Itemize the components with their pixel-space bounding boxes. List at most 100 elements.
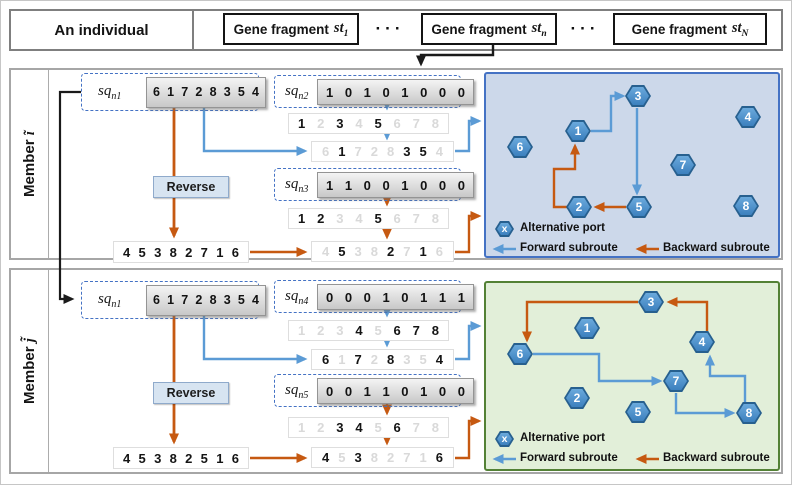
member-j-label: Member j̃ [20, 338, 38, 404]
digit: 3 [336, 323, 344, 338]
digit: 3 [336, 211, 344, 226]
port-node-4: 4 [735, 106, 761, 128]
digit: 0 [438, 177, 447, 193]
digit: 1 [457, 289, 465, 305]
digit: 1 [401, 84, 409, 100]
digit: 8 [431, 211, 439, 226]
digit: 0 [363, 289, 371, 305]
digit: 5 [374, 116, 382, 131]
digit: 6 [393, 211, 401, 226]
gene-fragment-box-N: Gene fragment stN [613, 13, 767, 45]
sq-n5-label: sqn5 [285, 382, 309, 401]
digit: 1 [167, 85, 175, 100]
digit: 0 [438, 84, 447, 100]
port-node-4: 4 [689, 331, 715, 353]
digit: 5 [419, 352, 427, 367]
forward-subroute-label: Forward subroute [520, 242, 618, 254]
digit: 6 [393, 420, 401, 435]
gene-fragment-box-n: Gene fragment stn [421, 13, 557, 45]
digit: 5 [138, 244, 146, 260]
digit: 0 [382, 84, 390, 100]
gene-fragment-box-1: Gene fragment st1 [223, 13, 359, 45]
digit: 8 [370, 450, 378, 465]
digit: 6 [393, 116, 401, 131]
digit: 5 [338, 244, 346, 259]
digit: 7 [412, 420, 420, 435]
digit: 6 [153, 85, 160, 100]
digit: 5 [200, 450, 208, 466]
digit: 1 [167, 293, 175, 308]
digit: 7 [200, 244, 208, 260]
member-j-label-cell: Member j̃ [11, 270, 49, 472]
digit: 2 [317, 211, 325, 226]
reverse-button-i: Reverse [153, 176, 229, 198]
gene-fragment-label: Gene fragment [631, 21, 727, 37]
digit: 6 [153, 293, 160, 308]
port-node-7: 7 [663, 370, 689, 392]
member-i-label: Member ĩ [20, 131, 38, 197]
digit: 1 [326, 84, 334, 100]
digit: 5 [419, 144, 427, 159]
digit: 6 [231, 450, 239, 466]
backward-subroute-label: Backward subroute [663, 452, 770, 464]
digit: 8 [387, 144, 395, 159]
an-individual-cell: An individual [11, 11, 194, 49]
port-node-3: 3 [625, 85, 651, 107]
digit: 4 [355, 116, 363, 131]
port-node-1: 1 [565, 120, 591, 142]
digit: 8 [370, 244, 378, 259]
alternative-port-label: Alternative port [520, 222, 605, 234]
digit: 3 [154, 450, 162, 466]
digit: 3 [336, 420, 344, 435]
digit: 0 [344, 84, 353, 100]
digit: 6 [322, 144, 330, 159]
digit: 3 [354, 244, 362, 259]
digit: 2 [370, 144, 378, 159]
digit: 0 [438, 383, 447, 399]
digit: 7 [412, 116, 420, 131]
port-node-2: 2 [564, 387, 590, 409]
digit: 1 [298, 211, 306, 226]
digit: 3 [223, 85, 231, 100]
digit: 1 [298, 116, 306, 131]
digit: 1 [326, 177, 334, 193]
digit: 5 [374, 420, 382, 435]
sq-n1-label: sqn1 [98, 291, 122, 310]
digit: 7 [181, 293, 189, 308]
digit: 1 [420, 289, 428, 305]
digit: 2 [185, 450, 193, 466]
digit: 4 [355, 420, 363, 435]
backward-subroute-label: Backward subroute [663, 242, 770, 254]
gene-fragment-var: stN [731, 19, 749, 39]
digit: 0 [344, 383, 353, 399]
digit: 8 [431, 323, 439, 338]
digit: 0 [382, 177, 390, 193]
digit: 4 [251, 293, 259, 308]
digit: 2 [185, 244, 193, 260]
gene-fragment-label: Gene fragment [431, 21, 527, 37]
gene-fragment-var: stn [531, 19, 547, 39]
digit: 3 [336, 116, 344, 131]
digit: 3 [223, 293, 231, 308]
digit: 4 [123, 450, 131, 466]
forward-subroute-label: Forward subroute [520, 452, 618, 464]
digit: 5 [374, 211, 382, 226]
sq-n3-label: sqn3 [285, 176, 309, 195]
reverse-button-j: Reverse [153, 382, 229, 404]
digit: 7 [403, 244, 411, 259]
alternative-port-icon: x [495, 431, 514, 447]
